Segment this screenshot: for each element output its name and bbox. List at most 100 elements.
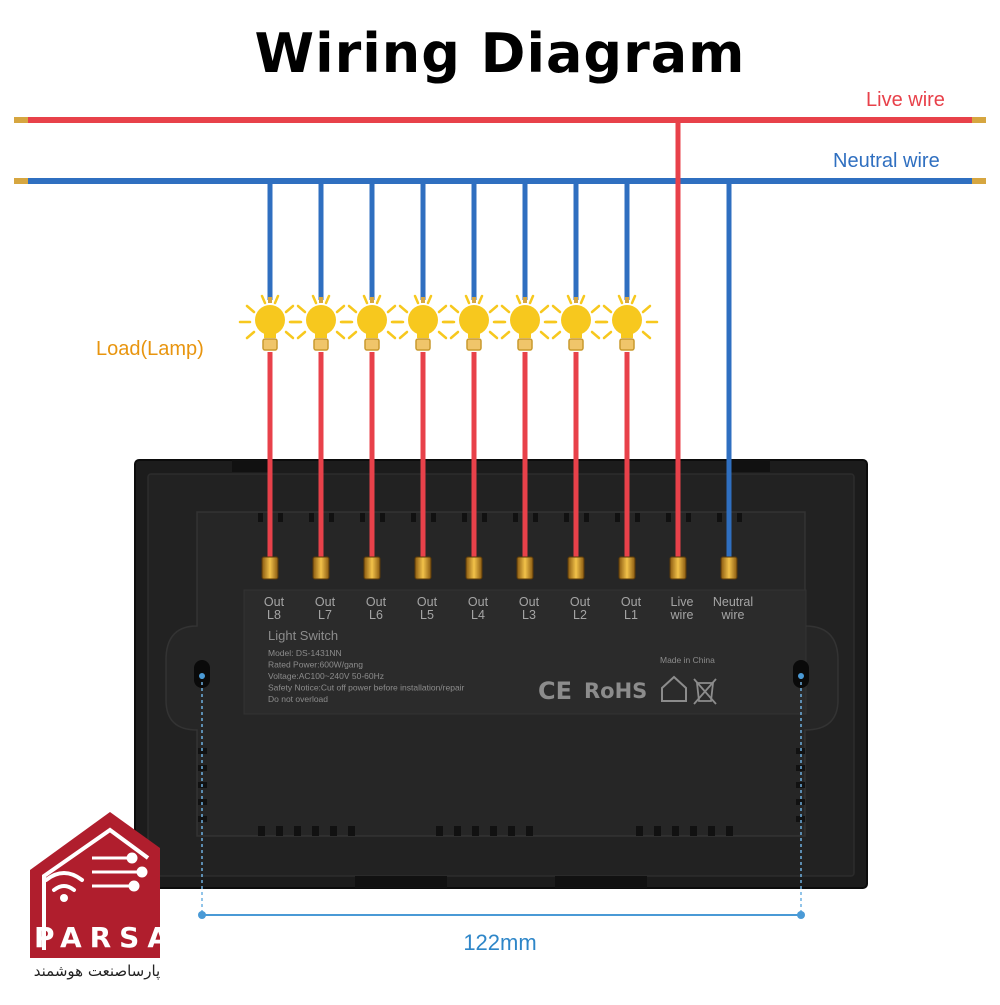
- terminal-label-line2: L1: [624, 608, 638, 622]
- terminal-label-line1: Out: [621, 595, 642, 609]
- light-ray: [245, 330, 256, 340]
- bulb-neck: [519, 333, 531, 338]
- light-ray: [579, 294, 586, 305]
- lightbulb-icon: [493, 294, 557, 351]
- vent-slot: [686, 513, 691, 522]
- bottom-tab-right: [555, 876, 647, 888]
- light-ray: [641, 304, 652, 314]
- vent-slot: [278, 513, 283, 522]
- light-ray: [311, 294, 318, 305]
- light-ray: [386, 330, 397, 340]
- vent-slot: [533, 513, 538, 522]
- terminal-screw: [414, 556, 432, 580]
- wire-end-cap: [421, 297, 425, 303]
- light-ray: [602, 304, 613, 314]
- terminal-label-line1: Out: [417, 595, 438, 609]
- light-ray: [449, 304, 460, 314]
- bulb-base: [568, 338, 584, 351]
- terminal-label-line2: L8: [267, 608, 281, 622]
- light-ray: [477, 294, 484, 305]
- light-ray: [362, 294, 369, 305]
- bulb-base: [415, 338, 431, 351]
- wire-end-cap: [14, 178, 28, 184]
- vent-slot: [330, 826, 337, 836]
- light-ray: [284, 330, 295, 340]
- dimension-dot-right: [798, 673, 804, 679]
- terminal-screw: [618, 556, 636, 580]
- light-ray: [335, 304, 346, 314]
- bulb-glass: [255, 305, 285, 335]
- vent-slot: [309, 513, 314, 522]
- vent-slot: [348, 826, 355, 836]
- light-ray: [500, 330, 511, 340]
- light-ray: [566, 294, 573, 305]
- terminal-label-line1: Live: [671, 595, 694, 609]
- terminal-labels: OutL8OutL7OutL6OutL5OutL4OutL3OutL2OutL1…: [264, 595, 753, 622]
- diagram-title: Wiring Diagram: [254, 22, 746, 85]
- vent-slot: [380, 513, 385, 522]
- terminal-screw: [312, 556, 330, 580]
- terminal-screw: [363, 556, 381, 580]
- light-ray: [641, 330, 652, 340]
- bulb-base: [619, 338, 635, 351]
- vent-slot: [584, 513, 589, 522]
- light-ray: [324, 294, 331, 305]
- terminal-screw: [567, 556, 585, 580]
- plate-spec-line: Rated Power:600W/gang: [268, 660, 363, 670]
- terminal-screw: [261, 556, 279, 580]
- light-ray: [284, 304, 295, 314]
- light-ray: [630, 294, 637, 305]
- vent-slot: [508, 826, 515, 836]
- dimension-end-right: [797, 911, 805, 919]
- vent-slot: [276, 826, 283, 836]
- vent-slot: [431, 513, 436, 522]
- wifi-icon: [44, 871, 84, 892]
- vent-slot: [198, 816, 207, 822]
- wire-end-cap: [472, 297, 476, 303]
- vent-slot: [360, 513, 365, 522]
- terminal-label-line2: L3: [522, 608, 536, 622]
- terminal-label-line1: Out: [264, 595, 285, 609]
- light-ray: [617, 294, 624, 305]
- terminal-screw: [465, 556, 483, 580]
- light-ray: [375, 294, 382, 305]
- light-ray: [590, 304, 601, 314]
- bulb-glass: [306, 305, 336, 335]
- bulb-neck: [315, 333, 327, 338]
- light-ray: [437, 304, 448, 314]
- vent-slot: [636, 826, 643, 836]
- light-ray: [296, 330, 307, 340]
- made-in-text: Made in China: [660, 655, 715, 665]
- terminal-label-line2: L7: [318, 608, 332, 622]
- light-ray: [386, 304, 397, 314]
- terminal-label-line2: wire: [670, 608, 694, 622]
- dimension-label: 122mm: [463, 930, 537, 955]
- wires: [14, 117, 986, 568]
- vent-slot: [564, 513, 569, 522]
- terminal-label-line2: L6: [369, 608, 383, 622]
- vent-slot: [411, 513, 416, 522]
- vent-slot: [726, 826, 733, 836]
- house-icon: [661, 675, 687, 702]
- light-ray: [296, 304, 307, 314]
- light-ray: [488, 330, 499, 340]
- circuit-lines-icon: [92, 852, 148, 892]
- wire-end-cap: [523, 297, 527, 303]
- vent-slot: [708, 826, 715, 836]
- light-ray: [590, 330, 601, 340]
- terminal-label-line1: Out: [315, 595, 336, 609]
- vent-slot: [666, 513, 671, 522]
- wire-end-cap: [972, 117, 986, 123]
- vent-slot: [717, 513, 722, 522]
- light-ray: [347, 304, 358, 314]
- light-ray: [260, 294, 267, 305]
- vent-slot: [690, 826, 697, 836]
- vent-slot: [436, 826, 443, 836]
- dimension-dot-left: [199, 673, 205, 679]
- light-ray: [515, 294, 522, 305]
- neutral-wire-label: Neutral wire: [833, 150, 940, 172]
- rohs-mark: RoHS: [584, 679, 647, 703]
- light-ray: [539, 304, 550, 314]
- bulb-neck: [621, 333, 633, 338]
